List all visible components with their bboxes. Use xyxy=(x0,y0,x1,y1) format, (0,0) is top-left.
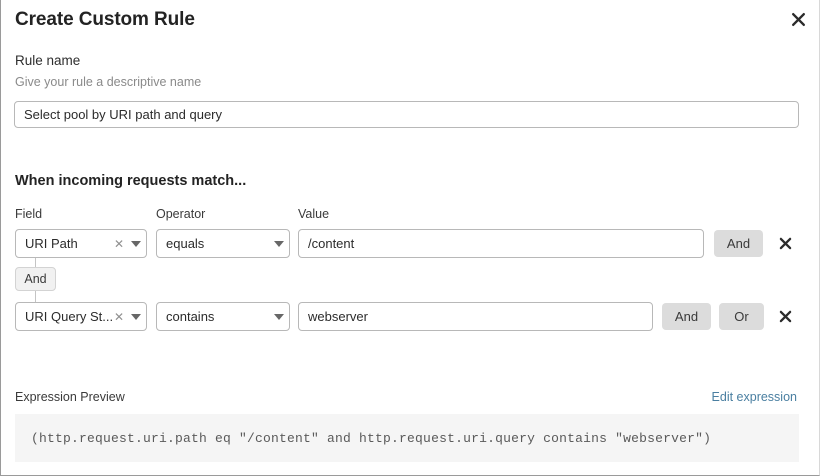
field-select-row-2[interactable]: URI Query St... ✕ xyxy=(15,302,147,331)
close-icon[interactable] xyxy=(786,7,810,31)
operator-select-value-row-1: equals xyxy=(166,236,205,251)
value-input-row-2[interactable] xyxy=(298,302,653,331)
page-title: Create Custom Rule xyxy=(15,9,195,30)
condition-row: URI Path ✕ equals And xyxy=(1,229,819,258)
column-header-field: Field xyxy=(15,207,43,221)
condition-row: URI Query St... ✕ contains And Or xyxy=(1,302,819,331)
field-select-value-row-1: URI Path xyxy=(25,236,78,251)
chevron-down-icon[interactable] xyxy=(126,313,146,320)
value-input-row-1[interactable] xyxy=(298,229,704,258)
clear-x-icon[interactable]: ✕ xyxy=(113,236,124,251)
column-header-operator: Operator xyxy=(156,207,206,221)
chevron-down-icon[interactable] xyxy=(126,240,146,247)
column-header-value: Value xyxy=(298,207,330,221)
chevron-down-icon[interactable] xyxy=(269,240,289,247)
conditions-heading: When incoming requests match... xyxy=(15,173,247,189)
delete-condition-row-1[interactable] xyxy=(776,231,794,255)
operator-select-row-2[interactable]: contains xyxy=(156,302,290,331)
or-button-row-2[interactable]: Or xyxy=(719,303,764,330)
rule-name-help: Give your rule a descriptive name xyxy=(15,75,202,89)
field-select-value-row-2: URI Query St... xyxy=(25,309,112,324)
and-button-row-2[interactable]: And xyxy=(662,303,711,330)
operator-select-row-1[interactable]: equals xyxy=(156,229,290,258)
expression-preview-box: (http.request.uri.path eq "/content" and… xyxy=(15,414,799,462)
field-select-row-1[interactable]: URI Path ✕ xyxy=(15,229,147,258)
connector-and-chip[interactable]: And xyxy=(15,267,56,291)
edit-expression-link[interactable]: Edit expression xyxy=(711,390,797,404)
rule-name-input[interactable] xyxy=(14,101,799,128)
condition-connector: And xyxy=(15,258,135,304)
expression-preview-label: Expression Preview xyxy=(15,390,125,404)
rule-name-label: Rule name xyxy=(15,53,81,68)
chevron-down-icon[interactable] xyxy=(269,313,289,320)
operator-select-value-row-2: contains xyxy=(166,309,215,324)
clear-x-icon[interactable]: ✕ xyxy=(113,309,124,324)
delete-condition-row-2[interactable] xyxy=(776,304,794,328)
and-button-row-1[interactable]: And xyxy=(714,230,763,257)
expression-preview-code: (http.request.uri.path eq "/content" and… xyxy=(31,430,712,446)
